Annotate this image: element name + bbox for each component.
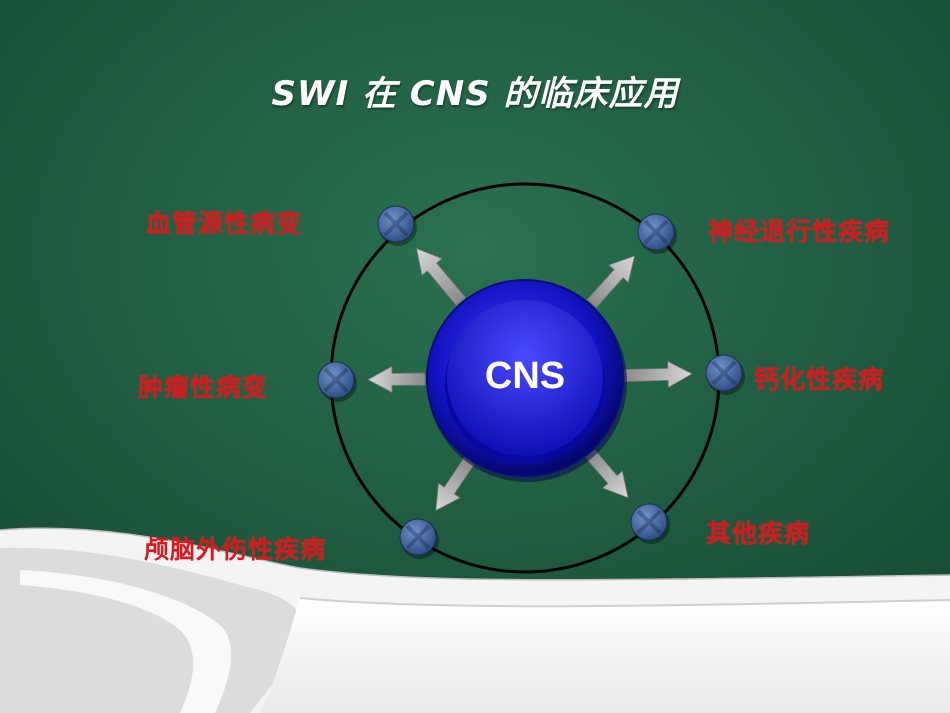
node-label-tumor: 肿瘤性病变 (138, 373, 269, 402)
node-label-calcification: 钙化性疾病 (754, 365, 885, 394)
book-decoration (0, 527, 950, 713)
node-label-other: 其他疾病 (706, 519, 811, 548)
node-neurodegenerative (637, 213, 677, 254)
node-other (630, 503, 670, 544)
slide-title: SWI 在 CNS 的临床应用 (271, 74, 679, 114)
arrow-other (585, 449, 629, 499)
node-trauma (399, 518, 439, 559)
node-tumor (317, 361, 357, 402)
arrow-trauma (435, 457, 475, 512)
node-vascular (377, 205, 417, 246)
node-calcification (705, 354, 745, 395)
arrow-neurodegenerative (586, 255, 636, 309)
arrow-tumor (367, 365, 426, 394)
hub-label: CNS (484, 355, 566, 397)
node-label-neurodegenerative: 神经退行性疾病 (708, 217, 891, 246)
node-label-vascular: 血管源性病变 (146, 209, 303, 238)
node-group (317, 205, 745, 559)
node-label-trauma: 颅脑外伤性疾病 (144, 535, 327, 564)
cns-hub (426, 279, 627, 482)
arrow-group (367, 247, 693, 512)
arrow-vascular (416, 247, 466, 306)
arrow-calcification (624, 360, 693, 389)
